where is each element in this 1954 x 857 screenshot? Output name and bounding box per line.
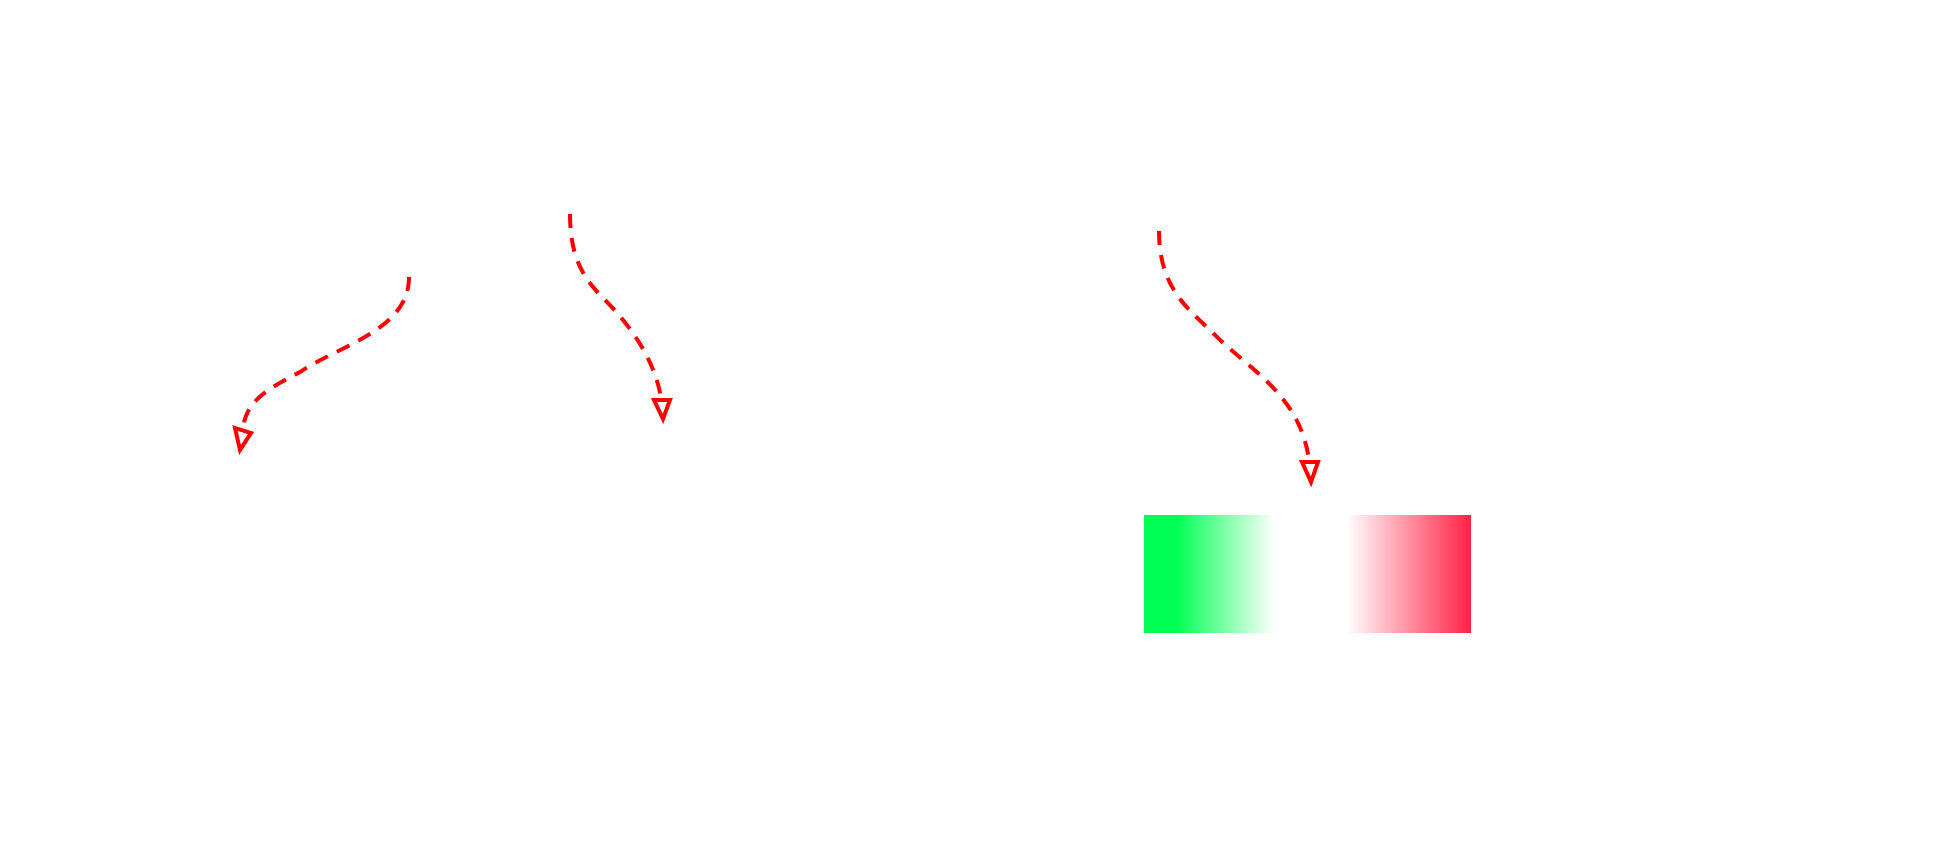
arrowhead-right [1298, 460, 1321, 488]
arrowhead-middle [650, 398, 673, 425]
arrowhead-left [232, 425, 255, 456]
curved-arrow-middle [568, 213, 673, 425]
curved-arrow-middle-line [568, 213, 663, 399]
gradient-bar [1144, 515, 1471, 633]
curved-arrow-left [232, 276, 411, 456]
curved-arrow-right-line [1157, 230, 1311, 461]
curved-arrow-right [1157, 230, 1321, 488]
curved-arrow-left-line [241, 276, 411, 431]
